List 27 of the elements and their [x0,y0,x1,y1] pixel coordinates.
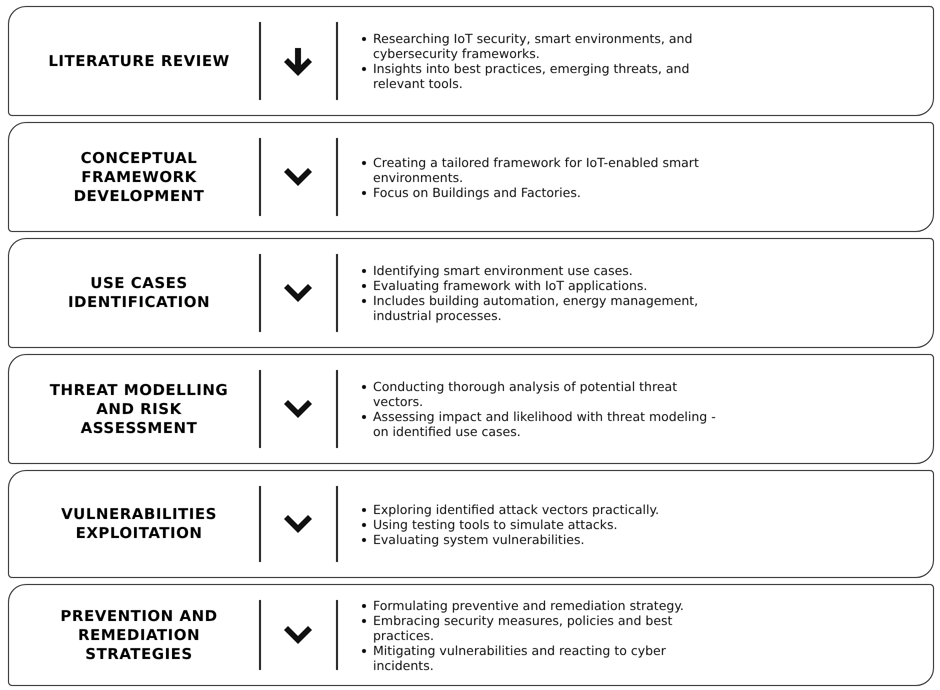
step-box [8,238,934,348]
bullet-point: Identifying smart environment use cases. [373,263,633,278]
step-title: USE CASES IDENTIFICATION [66,274,212,312]
step-box [8,122,934,232]
bullet-point: Embracing security measures, policies and best practices. [373,612,672,642]
bullet-point: Insights into best practices, emerging threats, and relevant tools. [373,61,690,91]
step-box [8,584,934,686]
bullet-point: Evaluating framework with IoT applications. [373,278,648,293]
step-title: THREAT MODELLING AND RISK ASSESSMENT [48,380,230,438]
bullet-point: Focus on Buildings and Factories. [373,184,581,200]
step-box [8,470,934,578]
bullet-point: Conducting thorough analysis of potential threat vectors. [373,379,678,409]
bullet-point: Researching IoT security, smart environments, and cybersecurity frameworks. [373,31,692,61]
bullet-point: Evaluating system vulnerabilities. [373,532,584,546]
bullet-point: Mitigating vulnerabilities and reacting to cyber incidents. [373,642,666,672]
step-title: VULNERABILITIES EXPLOITATION [60,505,218,543]
step-box [8,354,934,464]
bullet-point: Includes building automation, energy management, industrial processes. [373,293,698,323]
step-box [8,6,934,116]
bullet-point: Assessing impact and likelihood with threat modeling - on identified use cases. [373,409,716,439]
bullet-point: Using testing tools to simulate attacks. [373,516,618,532]
bullet-point: Exploring identified attack vectors practically. [373,502,660,516]
bullet-point: Creating a tailored framework for IoT-enabled smart environments. [373,154,699,184]
bullet-point: Formulating preventive and remediation strategy. [373,598,684,612]
step-title: LITERATURE REVIEW [48,52,230,70]
step-title: PREVENTION AND REMEDIATION STRATEGIES [59,606,219,664]
step-title: CONCEPTUAL FRAMEWORK DEVELOPMENT [72,148,206,206]
